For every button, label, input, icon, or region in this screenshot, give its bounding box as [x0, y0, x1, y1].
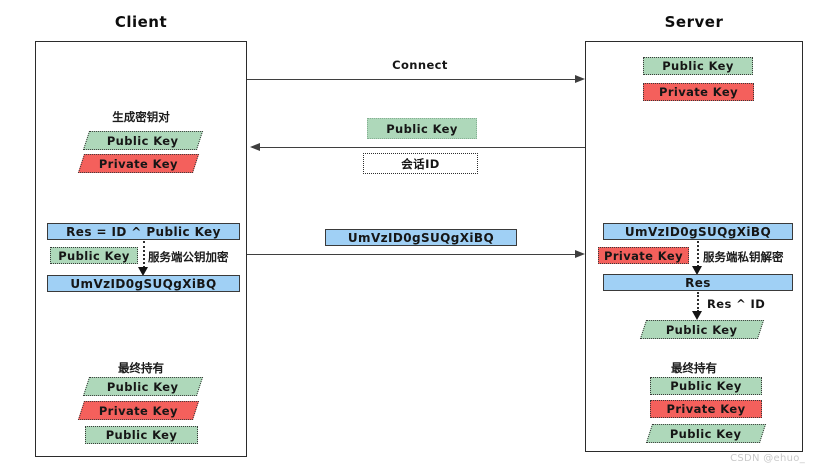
server-decrypt-note: 服务端私钥解密 [703, 250, 784, 264]
server-public-key-box: Public Key [643, 57, 753, 75]
client-final-key-1-label: Public Key [107, 379, 179, 394]
client-final-key-2-label: Private Key [98, 403, 178, 418]
server-res-box: Res [603, 274, 793, 291]
client-public-key-box: Public Key [82, 131, 204, 150]
client-encrypt-note: 服务端公钥加密 [148, 250, 229, 264]
server-recovered-key-box: Public Key [639, 320, 765, 339]
server-private-key-box: Private Key [643, 83, 754, 101]
server-xor-arrow-line [697, 292, 699, 312]
csdn-watermark: CSDN @ehuo_ [730, 453, 805, 464]
server-title: Server [664, 13, 724, 31]
send-cipher-arrowhead-right-icon [575, 250, 585, 258]
client-final-key-3: Public Key [85, 426, 198, 444]
return-arrowhead-left-icon [250, 143, 260, 151]
server-final-key-2: Private Key [650, 400, 762, 418]
client-final-label: 最终持有 [118, 361, 164, 375]
server-final-key-3: Public Key [645, 424, 767, 443]
client-final-key-2: Private Key [77, 401, 200, 420]
server-xor-formula-label: Res ^ ID [707, 297, 766, 311]
server-final-label: 最终持有 [671, 361, 717, 375]
server-received-cipher-box: UmVzID0gSUQgXiBQ [603, 223, 793, 240]
server-xor-arrowhead-down-icon [692, 311, 702, 320]
session-id-box: 会话ID [363, 153, 478, 174]
client-public-key-label: Public Key [107, 133, 179, 148]
connect-arrow-line [247, 79, 577, 80]
client-encrypt-key-box: Public Key [50, 247, 138, 264]
client-private-key-box: Private Key [77, 154, 200, 173]
message-cipher-box: UmVzID0gSUQgXiBQ [325, 229, 517, 246]
send-cipher-arrow-line [247, 254, 577, 255]
server-decrypt-arrowhead-down-icon [692, 266, 702, 275]
client-final-key-1: Public Key [82, 377, 204, 396]
client-keygen-label: 生成密钥对 [112, 110, 170, 124]
client-cipher-box: UmVzID0gSUQgXiBQ [47, 275, 240, 292]
server-final-key-1: Public Key [650, 377, 762, 395]
return-arrow-line [252, 147, 585, 148]
client-res-formula-box: Res = ID ^ Public Key [47, 223, 240, 240]
client-encrypt-arrowhead-down-icon [138, 267, 148, 276]
connect-arrowhead-right-icon [575, 75, 585, 83]
connect-label: Connect [392, 58, 448, 72]
server-final-key-3-label: Public Key [670, 426, 742, 441]
server-decrypt-key-box: Private Key [598, 247, 689, 264]
server-decrypt-arrow-line [697, 241, 699, 267]
client-encrypt-arrow-line [143, 241, 145, 268]
client-title: Client [114, 13, 168, 31]
message-public-key-box: Public Key [367, 118, 477, 139]
client-private-key-label: Private Key [98, 156, 178, 171]
server-recovered-key-label: Public Key [666, 322, 738, 337]
